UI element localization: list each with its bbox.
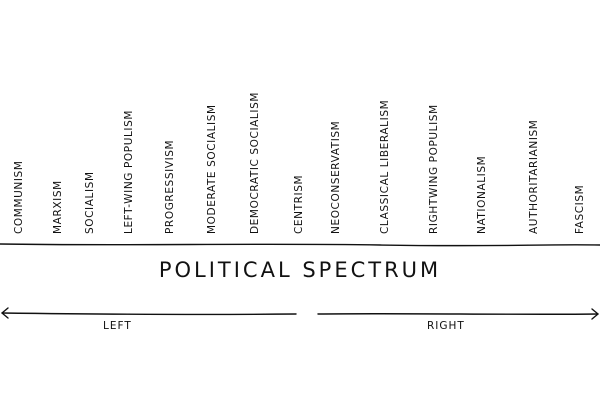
right-arrow-head: [591, 308, 599, 320]
right-arrow-line: [317, 313, 599, 315]
term-label: Authoritarianism: [528, 119, 540, 234]
term-label: Centrism: [293, 174, 305, 234]
term-label: Classical Liberalism: [379, 99, 391, 234]
right-direction-label: RIGHT: [427, 320, 465, 332]
term-label: Communism: [13, 160, 25, 234]
left-direction-label: LEFT: [103, 320, 132, 332]
term-label: Rightwing Populism: [428, 104, 440, 234]
term-label: Neoconservatism: [330, 120, 342, 234]
term-label: Fascism: [574, 184, 586, 234]
term-label: Left-Wing Populism: [123, 109, 135, 234]
left-arrow-head: [1, 307, 9, 319]
term-label: Nationalism: [476, 155, 488, 234]
spectrum-baseline: [0, 243, 600, 247]
term-label: Moderate Socialism: [206, 104, 218, 234]
left-arrow-line: [1, 312, 297, 316]
term-label: Democratic Socialism: [249, 91, 261, 234]
term-label: Progressivism: [164, 139, 176, 234]
term-label: Marxism: [52, 180, 64, 234]
term-label: Socialism: [84, 171, 96, 234]
diagram-title: POLITICAL SPECTRUM: [158, 258, 442, 282]
